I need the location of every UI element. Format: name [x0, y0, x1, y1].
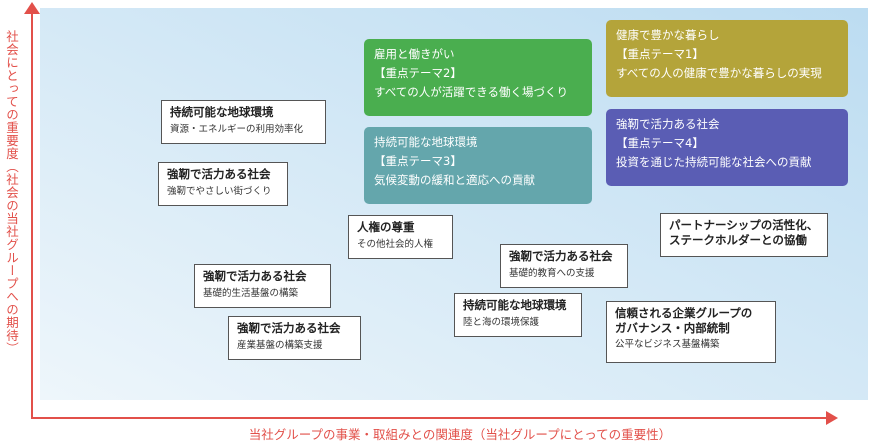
theme-number: 【重点テーマ4】 — [616, 136, 704, 150]
issue-title: 持続可能な地球環境 — [463, 298, 567, 312]
issue-box: 信頼される企業グループの ガバナンス・内部統制 公平なビジネス基盤構築 — [606, 301, 776, 363]
issue-subtitle: 産業基盤の構築支援 — [237, 340, 323, 351]
issue-title: 強靭で活力ある社会 — [509, 249, 613, 263]
theme-box-environment: 持続可能な地球環境 【重点テーマ3】 気候変動の緩和と適応への貢献 — [364, 127, 592, 204]
theme-box-resilient-society: 強靭で活力ある社会 【重点テーマ4】 投資を通じた持続可能な社会への貢献 — [606, 109, 848, 186]
issue-box: 人権の尊重 その他社会的人権 — [348, 215, 453, 259]
theme-title: 持続可能な地球環境 — [374, 135, 478, 149]
y-axis-label: 社会にとっての重要度（社会の当社グループへの期待） — [4, 30, 19, 355]
issue-subtitle: 基礎的教育への支援 — [509, 268, 595, 279]
theme-number: 【重点テーマ1】 — [616, 47, 704, 61]
y-axis-line — [31, 10, 33, 418]
issue-box: 強靭で活力ある社会 強靭でやさしい街づくり — [158, 162, 288, 206]
issue-box: 強靭で活力ある社会 産業基盤の構築支援 — [228, 316, 361, 360]
theme-box-employment: 雇用と働きがい 【重点テーマ2】 すべての人が活躍できる働く場づくり — [364, 39, 592, 116]
issue-title-line2: ステークホルダーとの協働 — [669, 233, 807, 247]
issue-title: 強靭で活力ある社会 — [203, 269, 307, 283]
issue-box: 強靭で活力ある社会 基礎的生活基盤の構築 — [194, 264, 331, 308]
theme-number: 【重点テーマ2】 — [374, 66, 462, 80]
x-axis-arrow-icon — [826, 411, 838, 425]
issue-subtitle: その他社会的人権 — [357, 239, 434, 250]
y-axis-arrow-icon — [24, 2, 40, 14]
issue-title-line2: ガバナンス・内部統制 — [615, 321, 730, 335]
theme-title: 強靭で活力ある社会 — [616, 117, 720, 131]
x-axis-label: 当社グループの事業・取組みとの関連度（当社グループにとっての重要性） — [248, 427, 672, 442]
issue-subtitle: 公平なビジネス基盤構築 — [615, 339, 720, 350]
theme-description: 気候変動の緩和と適応への貢献 — [374, 173, 535, 187]
issue-box: 持続可能な地球環境 陸と海の環境保護 — [454, 293, 582, 337]
theme-box-health: 健康で豊かな暮らし 【重点テーマ1】 すべての人の健康で豊かな暮らしの実現 — [606, 20, 848, 97]
issue-box: 強靭で活力ある社会 基礎的教育への支援 — [500, 244, 628, 288]
issue-title: パートナーシップの活性化、 — [669, 218, 819, 232]
theme-title: 健康で豊かな暮らし — [616, 28, 720, 42]
theme-description: すべての人の健康で豊かな暮らしの実現 — [616, 66, 822, 80]
issue-title: 信頼される企業グループの — [615, 306, 753, 320]
x-axis-line — [31, 417, 831, 419]
theme-description: すべての人が活躍できる働く場づくり — [374, 85, 569, 99]
theme-number: 【重点テーマ3】 — [374, 154, 462, 168]
issue-box: パートナーシップの活性化、 ステークホルダーとの協働 — [660, 213, 828, 257]
issue-subtitle: 資源・エネルギーの利用効率化 — [170, 124, 304, 135]
issue-title: 人権の尊重 — [357, 220, 415, 234]
issue-title: 強靭で活力ある社会 — [167, 167, 271, 181]
issue-subtitle: 強靭でやさしい街づくり — [167, 186, 272, 197]
issue-subtitle: 基礎的生活基盤の構築 — [203, 288, 299, 299]
theme-title: 雇用と働きがい — [374, 47, 455, 61]
issue-title: 持続可能な地球環境 — [170, 105, 274, 119]
issue-box: 持続可能な地球環境 資源・エネルギーの利用効率化 — [161, 100, 326, 144]
issue-subtitle: 陸と海の環境保護 — [463, 317, 540, 328]
theme-description: 投資を通じた持続可能な社会への貢献 — [616, 155, 812, 169]
issue-title: 強靭で活力ある社会 — [237, 321, 341, 335]
